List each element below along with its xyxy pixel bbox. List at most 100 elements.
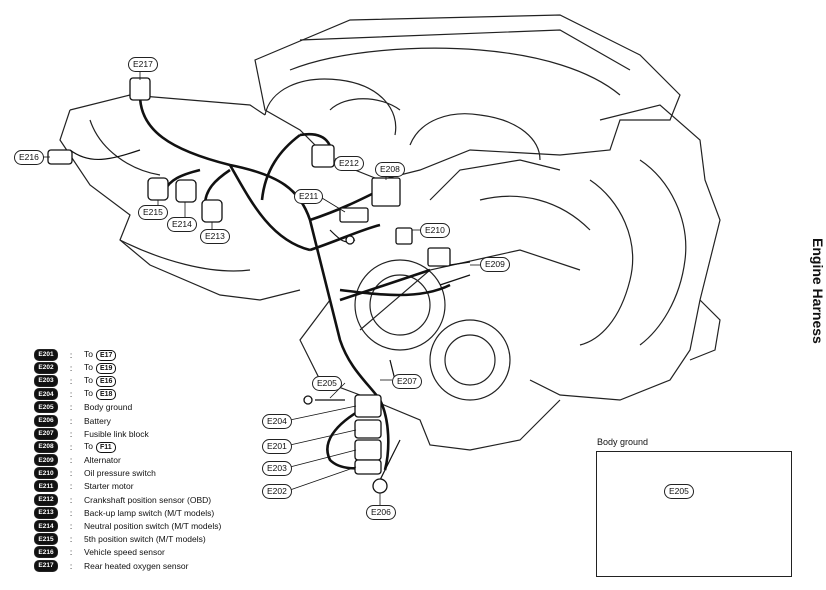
connector-e215 xyxy=(147,177,169,201)
connector-e202 xyxy=(354,459,382,475)
legend-colon: : xyxy=(69,402,73,413)
legend-ref-chip: E19 xyxy=(95,362,117,374)
callout-e208: E208 xyxy=(375,162,405,177)
callout-e211: E211 xyxy=(294,189,324,204)
legend-ref-chip: E16 xyxy=(95,375,117,387)
legend-colon: : xyxy=(69,494,73,505)
connector-e210 xyxy=(395,227,413,245)
legend-text: Fusible link block xyxy=(84,428,149,439)
legend-row: E217:Rear heated oxygen sensor xyxy=(34,559,324,572)
legend-code: E216 xyxy=(34,546,58,559)
connector-e208 xyxy=(371,177,401,207)
legend-colon: : xyxy=(69,521,73,532)
legend-colon: : xyxy=(69,507,73,518)
ring-terminal-e211 xyxy=(345,235,355,245)
legend-row: E215: 5th position switch (M/T models) xyxy=(34,533,324,546)
legend-code: E206 xyxy=(34,414,58,427)
connector-e201 xyxy=(354,419,382,439)
callout-e201: E201 xyxy=(262,439,292,454)
callout-e212: E212 xyxy=(334,156,364,171)
connector-e212 xyxy=(311,144,335,168)
legend-code: E212 xyxy=(34,493,58,506)
legend-text: Alternator xyxy=(84,455,121,466)
harness-wires xyxy=(138,94,451,471)
connector-e206 xyxy=(372,478,388,494)
legend-ref-chip: F11 xyxy=(95,441,116,453)
connector-e211 xyxy=(339,207,369,223)
legend-row: E213:Back-up lamp switch (M/T models) xyxy=(34,506,324,519)
legend-colon: : xyxy=(69,389,73,400)
legend-text: Vehicle speed sensor xyxy=(84,547,165,558)
connector-e214 xyxy=(175,179,197,203)
legend-row: E209: Alternator xyxy=(34,454,324,467)
legend-code: E211 xyxy=(34,480,58,493)
legend-text: To xyxy=(84,440,93,451)
legend-text: Body ground xyxy=(84,402,133,413)
legend-text: Neutral position switch (M/T models) xyxy=(84,521,222,532)
legend-colon: : xyxy=(69,362,73,373)
legend-colon: : xyxy=(69,441,73,452)
legend-row: E206: Battery xyxy=(34,414,324,427)
legend-colon: : xyxy=(69,468,73,479)
legend-description: Vehicle speed sensor xyxy=(84,547,165,557)
legend-colon: : xyxy=(69,455,73,466)
legend-description: Body ground xyxy=(84,402,132,412)
body-ground-inset xyxy=(596,451,792,577)
legend-colon: : xyxy=(69,349,73,360)
legend-description: Alternator xyxy=(84,455,121,465)
inset-callout-e205: E205 xyxy=(664,484,694,499)
legend-row: E210: Oil pressure switch xyxy=(34,467,324,480)
callout-e216: E216 xyxy=(14,150,44,165)
callout-e213: E213 xyxy=(200,229,230,244)
callout-e214: E214 xyxy=(167,217,197,232)
legend-code: E203 xyxy=(34,374,58,387)
legend-ref-chip: E17 xyxy=(95,349,117,361)
legend-row: E214:Neutral position switch (M/T models… xyxy=(34,519,324,533)
callout-e203: E203 xyxy=(262,461,292,476)
connector-e216 xyxy=(47,149,73,165)
leader-lines xyxy=(40,70,480,505)
callout-e217: E217 xyxy=(128,57,158,72)
connector-e204 xyxy=(354,394,382,418)
legend-code: E207 xyxy=(34,427,58,440)
callout-e207: E207 xyxy=(392,374,422,389)
legend-code: E201 xyxy=(34,348,58,361)
callout-e210: E210 xyxy=(420,223,450,238)
legend-description: Rear heated oxygen sensor xyxy=(84,561,188,571)
legend-code: E205 xyxy=(34,401,58,414)
legend-row: E211:Starter motor xyxy=(34,480,324,493)
ring-terminal-e205 xyxy=(303,395,313,405)
legend-colon: : xyxy=(69,534,73,545)
callout-e202: E202 xyxy=(262,484,292,499)
page-title: Engine Harness xyxy=(810,238,826,344)
legend-text: Battery xyxy=(84,415,111,426)
legend-description: 5th position switch (M/T models) xyxy=(84,534,206,544)
legend-code: E215 xyxy=(34,533,58,546)
legend-code: E209 xyxy=(34,454,58,467)
legend-description: Crankshaft position sensor (OBD) xyxy=(84,495,211,505)
legend-colon: : xyxy=(69,415,73,426)
callout-e206: E206 xyxy=(366,505,396,520)
legend-description: Fusible link block xyxy=(84,429,149,439)
legend-colon: : xyxy=(69,481,73,492)
legend-colon: : xyxy=(69,428,73,439)
legend-row: E207: Fusible link block xyxy=(34,427,324,440)
callout-e205: E205 xyxy=(312,376,342,391)
legend-text: Crankshaft position sensor (OBD) xyxy=(84,494,212,505)
legend-code: E217 xyxy=(34,559,58,572)
legend-code: E204 xyxy=(34,388,58,401)
legend-text: Rear heated oxygen sensor xyxy=(84,560,189,571)
callout-e215: E215 xyxy=(138,205,168,220)
legend-code: E210 xyxy=(34,467,58,480)
legend-description: Oil pressure switch xyxy=(84,468,156,478)
legend-text: Back-up lamp switch (M/T models) xyxy=(84,507,215,518)
